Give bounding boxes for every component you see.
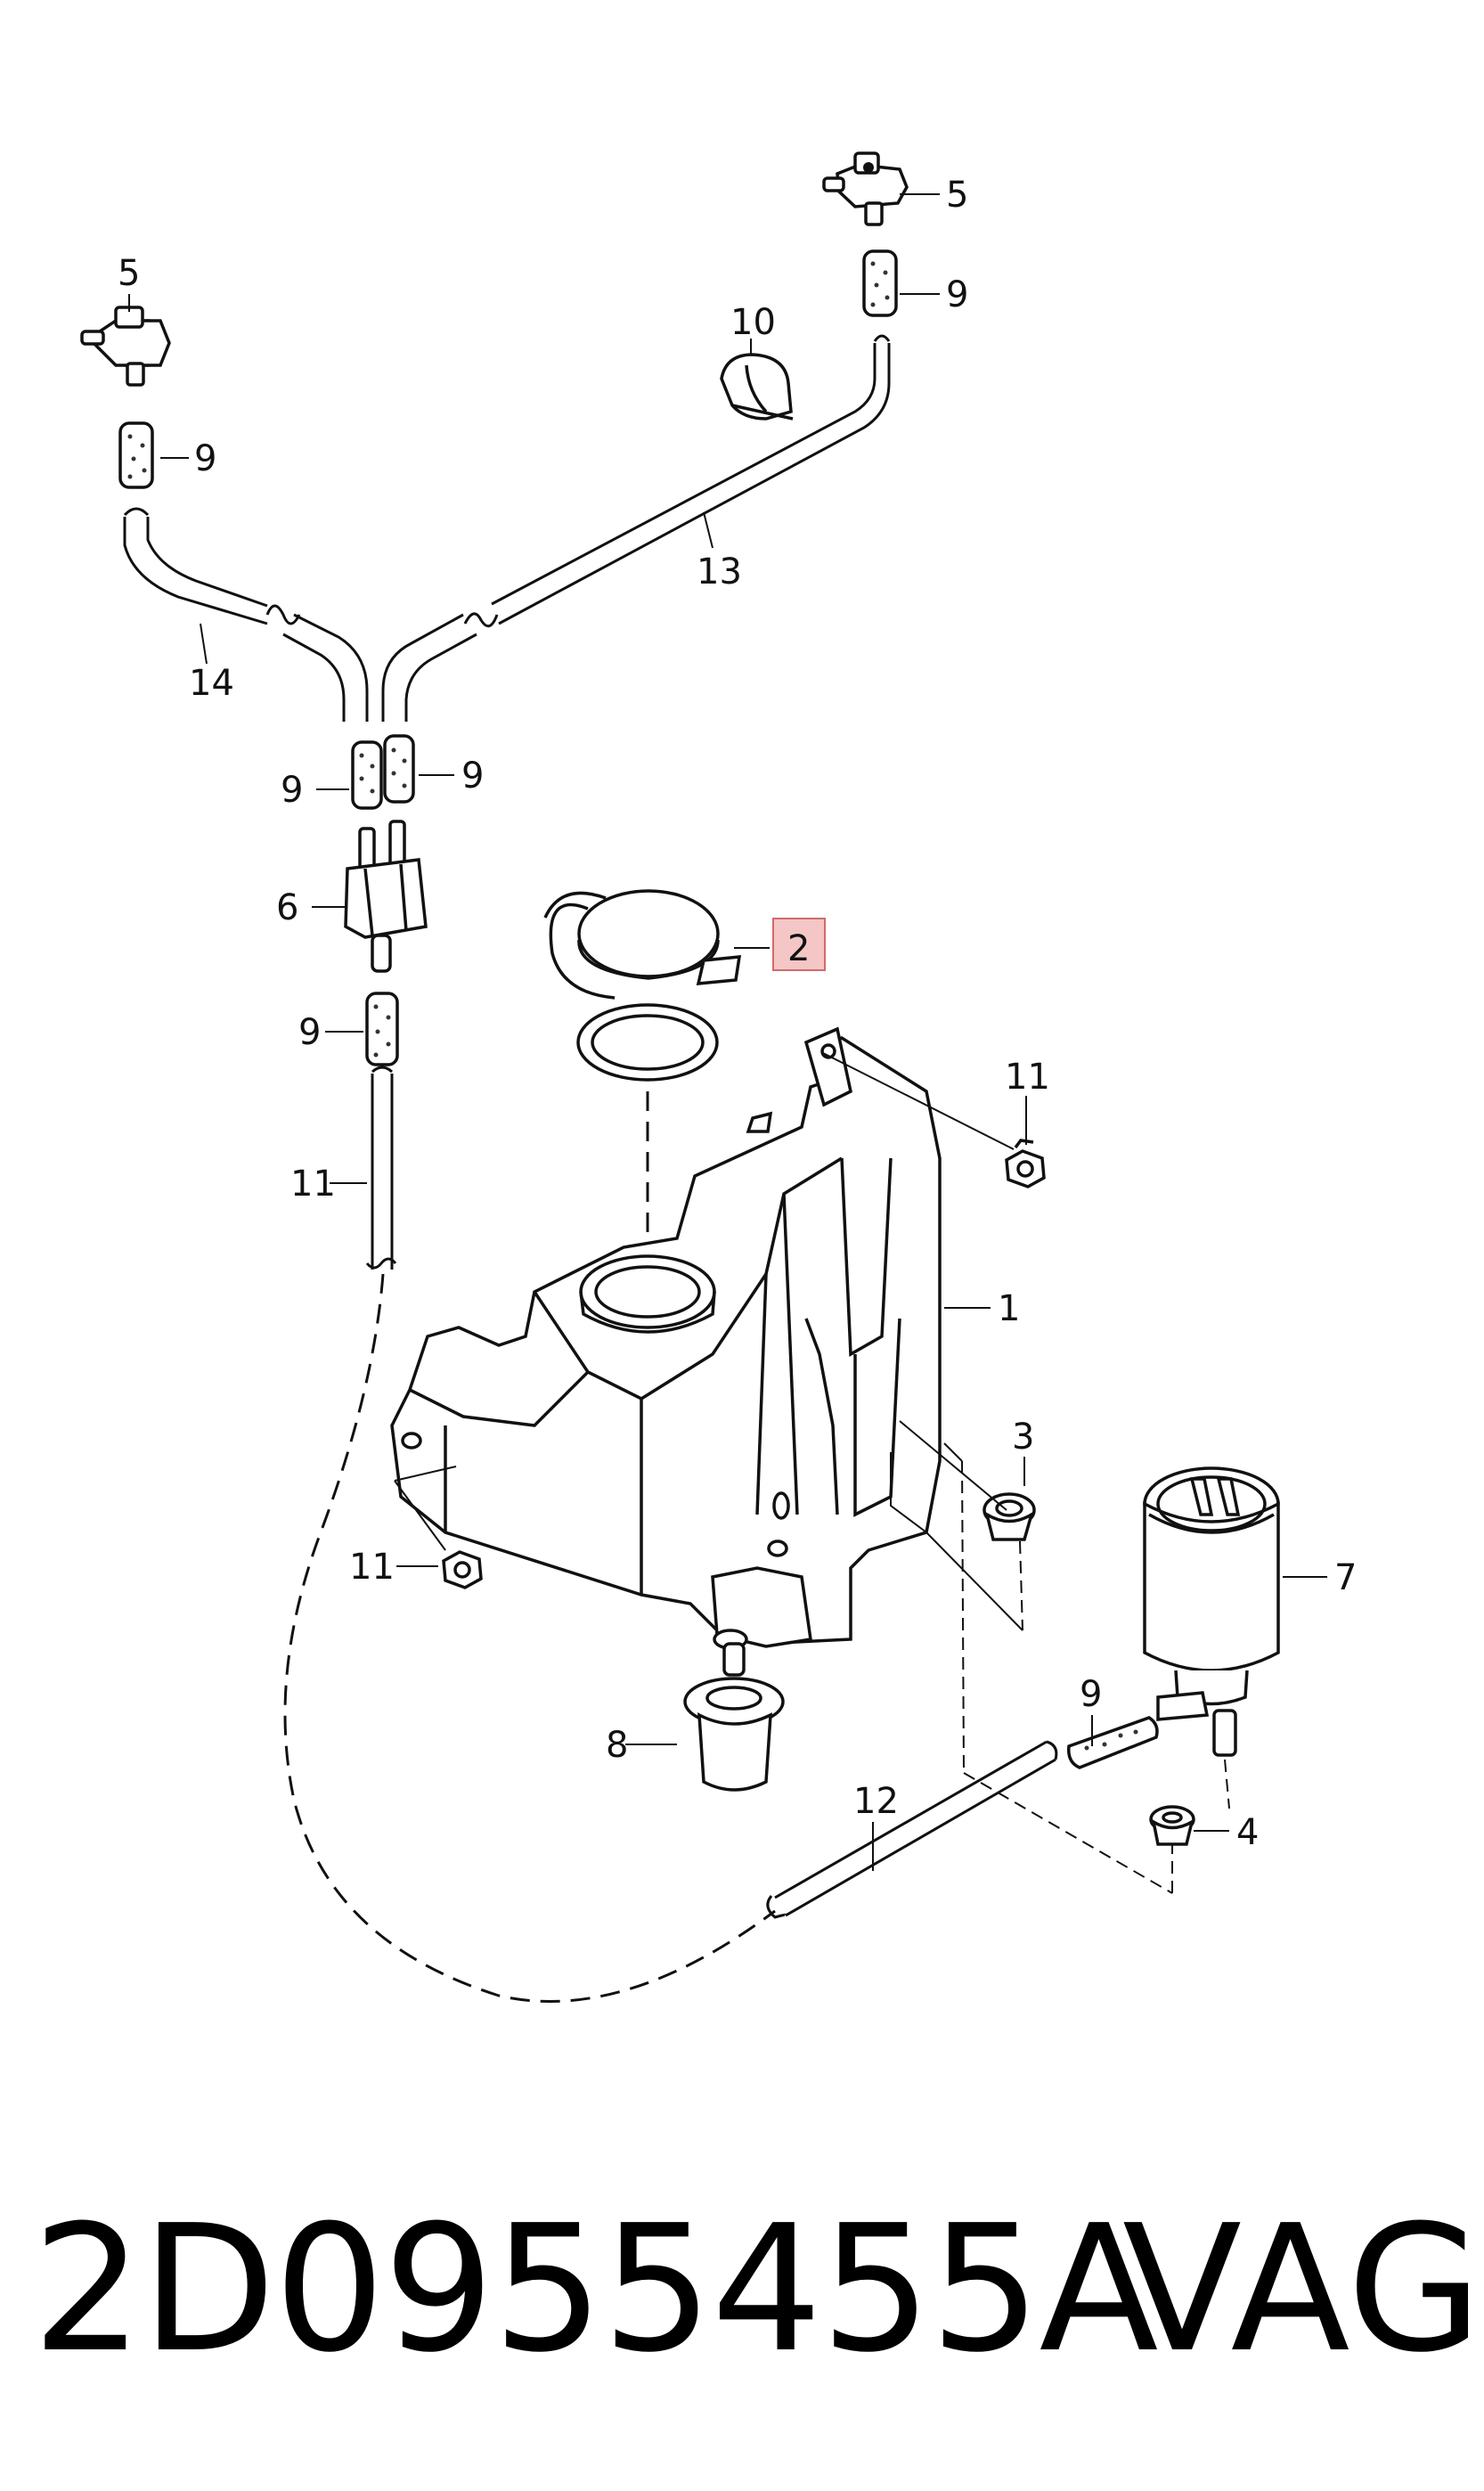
- callout-9-lower-left: 9: [298, 1012, 321, 1053]
- hose-9-top-left: [118, 421, 154, 489]
- hose-9-top-right: [862, 249, 898, 317]
- callout-7: 7: [1334, 1557, 1357, 1598]
- hose-11-vertical: [365, 1066, 397, 1270]
- callout-8: 8: [606, 1725, 628, 1766]
- grommet-3: [983, 1492, 1036, 1541]
- callout-9-mid-right: 9: [461, 755, 484, 796]
- bolt-11-right: [1005, 1139, 1046, 1188]
- grommet-4: [1149, 1805, 1195, 1846]
- hose-9-mid-right: [383, 734, 415, 804]
- callout-5-left: 5: [118, 253, 140, 294]
- callout-2-highlight: [772, 918, 826, 971]
- leader-lines: [128, 193, 1327, 1871]
- hose-9-pump: [1067, 1716, 1159, 1769]
- washer-system-diagram: 5 9 5 9 10 13 14 9 9 6 2 9 11 11 1 3 7 1…: [80, 151, 1357, 2003]
- clip-10: [720, 353, 794, 421]
- callout-12: 12: [853, 1781, 899, 1822]
- callout-11-hose: 11: [290, 1164, 336, 1205]
- reservoir-1: [390, 1026, 942, 1650]
- part-number: 2D0955455A: [32, 2188, 1159, 2391]
- callout-9-pump: 9: [1080, 1674, 1102, 1715]
- callout-9-mid-left: 9: [281, 770, 303, 811]
- callout-4: 4: [1236, 1812, 1259, 1853]
- callout-10: 10: [730, 302, 776, 343]
- callout-1: 1: [998, 1288, 1020, 1329]
- hose-9-lower-left: [365, 992, 399, 1066]
- assembly-lines: [394, 1052, 1230, 1894]
- hose-14: [123, 507, 369, 722]
- hose-12: [766, 1740, 1058, 1919]
- callout-9-top-left: 9: [194, 438, 216, 479]
- bolt-11-left: [442, 1550, 483, 1589]
- callout-11-bolt-right: 11: [1005, 1057, 1050, 1098]
- hose-13: [381, 334, 891, 722]
- nozzle-5-left: [80, 306, 171, 387]
- valve-6: [344, 820, 428, 973]
- grommet-8: [683, 1642, 785, 1792]
- callout-5-right: 5: [946, 175, 968, 216]
- hose-routing-dashed: [283, 1273, 776, 2003]
- callout-14: 14: [189, 663, 234, 704]
- hose-9-mid-left: [351, 740, 383, 810]
- seal-ring: [576, 1003, 719, 1082]
- nozzle-5-right: [822, 151, 909, 226]
- callout-9-top-right: 9: [946, 274, 968, 315]
- callout-2: 2: [787, 928, 810, 969]
- callout-13: 13: [697, 551, 742, 592]
- callout-11-bolt-left: 11: [349, 1547, 395, 1588]
- brand-name: VAG: [1122, 2188, 1483, 2391]
- callout-3: 3: [1012, 1417, 1034, 1458]
- filler-cap-2: [543, 889, 742, 1000]
- callout-6: 6: [276, 887, 298, 928]
- pump-7: [1143, 1466, 1280, 1757]
